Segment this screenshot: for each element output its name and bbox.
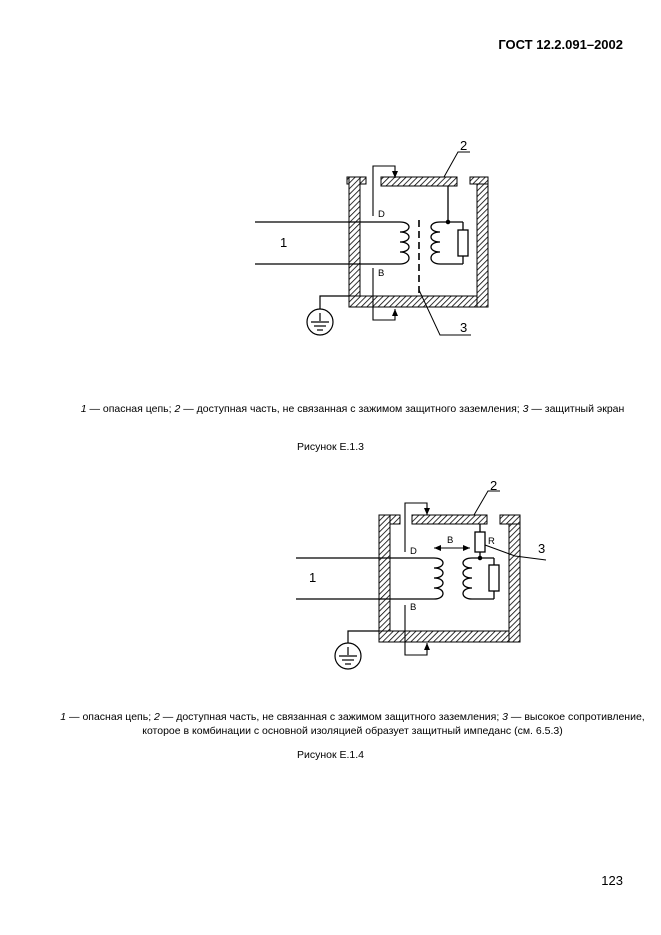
leader-lines — [473, 490, 547, 561]
high-resistance-r — [474, 531, 486, 553]
secondary-wiring — [472, 524, 495, 600]
figure-e13-title: Рисунок Е.1.3 — [296, 441, 365, 453]
secondary-wiring — [440, 186, 464, 265]
load-resistor — [488, 564, 500, 592]
figure-e14-caption: 1 — опасная цепь; 2 — доступная часть, н… — [60, 710, 645, 738]
label-b: B — [410, 602, 416, 613]
caption-num: 3 — [522, 403, 529, 415]
secondary-coil — [462, 557, 473, 600]
label-circuit-1: 1 — [280, 235, 287, 250]
document-header: ГОСТ 12.2.091–2002 — [498, 37, 623, 52]
leader-lines — [418, 151, 471, 336]
accessible-part-plate — [380, 176, 458, 187]
primary-coil — [433, 557, 444, 600]
label-b: B — [378, 268, 384, 279]
label-b-arrow: B — [447, 535, 453, 546]
page-number: 123 — [601, 873, 623, 888]
figure-e14-title: Рисунок Е.1.4 — [296, 749, 365, 761]
caption-text: — опасная цепь; — [86, 403, 175, 415]
clearance-path-d — [372, 165, 398, 216]
caption-text: — защитный экран — [528, 403, 625, 415]
enclosure-walls — [378, 514, 521, 643]
caption-text: — доступная часть, не связанная с зажимо… — [180, 403, 523, 415]
accessible-part-plate — [411, 514, 488, 525]
enclosure-walls — [346, 176, 489, 308]
figure-e13-caption: 1 — опасная цепь; 2 — доступная часть, н… — [60, 402, 645, 416]
label-d: D — [410, 546, 417, 557]
clearance-path-b — [404, 605, 430, 656]
caption-num: 1 — [60, 711, 67, 723]
secondary-coil — [430, 221, 441, 265]
figure-e13-diagram: 1 2 3 D B — [255, 138, 489, 336]
dangerous-circuit-lines — [255, 221, 400, 265]
caption-num: 2 — [154, 711, 160, 723]
ground-symbol — [306, 295, 349, 336]
caption-text: — доступная часть, не связанная с зажимо… — [159, 711, 503, 723]
primary-coil — [399, 221, 410, 265]
ground-symbol — [334, 630, 379, 670]
caption-num: 3 — [502, 711, 508, 723]
label-impedance-3: 3 — [538, 541, 545, 556]
label-circuit-1: 1 — [309, 570, 316, 585]
caption-num: 2 — [174, 403, 181, 415]
label-part-2: 2 — [490, 478, 497, 493]
load-resistor — [457, 229, 469, 257]
caption-text: — высокое сопротивление, которое в комби… — [142, 711, 645, 737]
label-d: D — [378, 209, 385, 220]
label-screen-3: 3 — [460, 320, 467, 335]
label-part-2: 2 — [460, 138, 467, 153]
caption-text: — опасная цепь; — [66, 711, 155, 723]
clearance-path-b — [372, 268, 398, 321]
caption-num: 1 — [80, 403, 87, 415]
figure-e14-diagram: 1 2 3 D B B R — [296, 478, 547, 670]
label-r: R — [488, 536, 495, 547]
dangerous-circuit-lines — [296, 557, 434, 600]
clearance-path-d — [404, 502, 430, 552]
